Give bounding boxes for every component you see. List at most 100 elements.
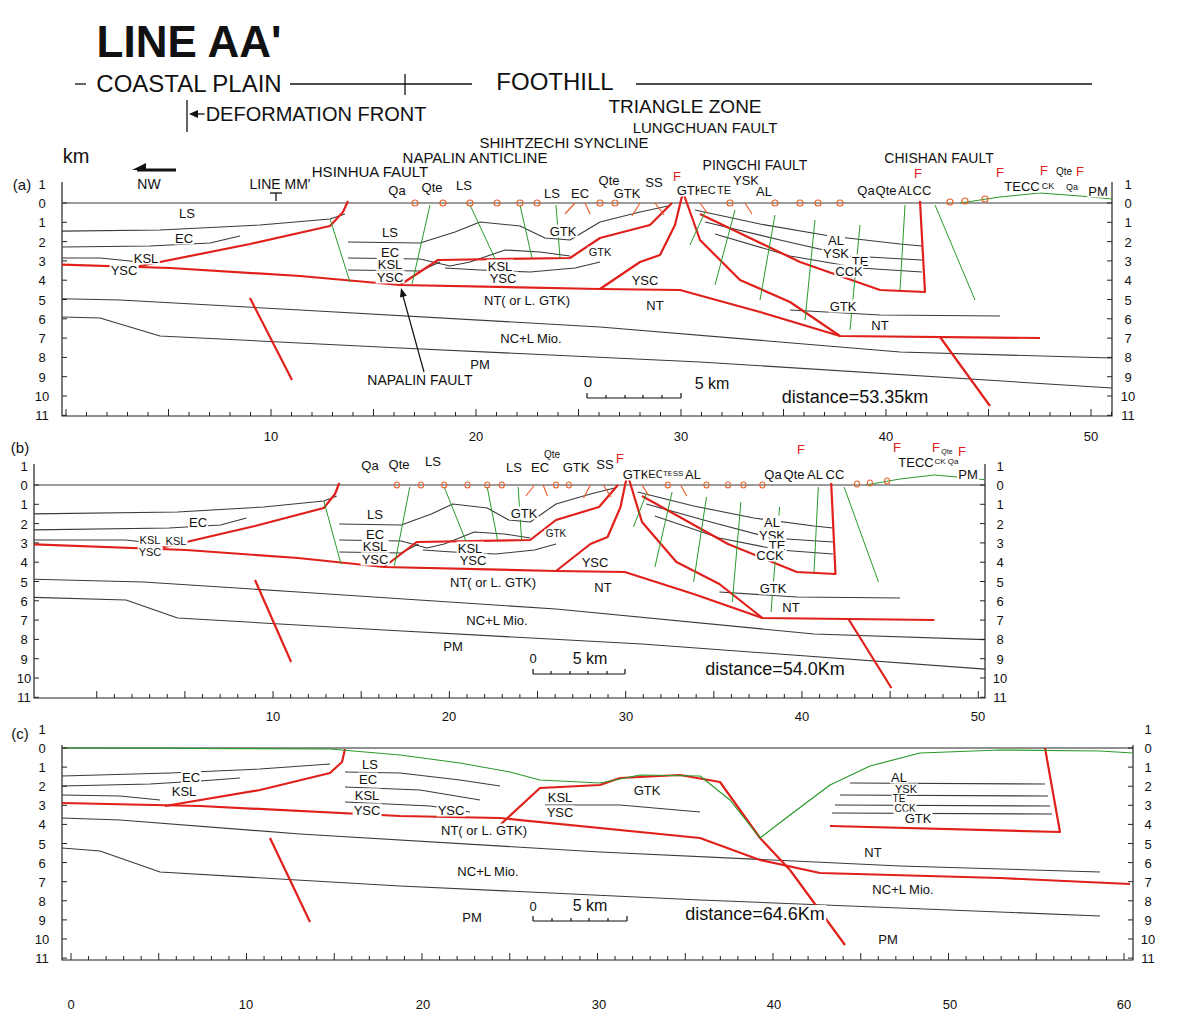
axis-number: 0	[37, 742, 46, 755]
axis-number: 10	[1120, 390, 1136, 403]
formation-label: TE	[892, 794, 907, 804]
axis-tick	[562, 956, 563, 960]
axis-number: 9	[37, 370, 46, 383]
formation-label: GTK	[622, 468, 651, 481]
axis-tick	[650, 956, 651, 960]
line-group	[62, 764, 1100, 916]
formation-label: TECC	[1003, 180, 1040, 193]
line-group	[62, 192, 1112, 406]
axis-tick	[790, 956, 791, 960]
formation-label: Qte	[783, 468, 806, 481]
axis-tick	[713, 691, 714, 698]
axis-tick	[484, 694, 485, 698]
formation-label: GTK	[904, 812, 933, 825]
axis-tick	[1128, 805, 1133, 806]
section-annotation: NW	[136, 177, 161, 191]
axis-number: 30	[591, 998, 607, 1011]
axis-tick	[865, 412, 866, 416]
axis-tick	[783, 409, 784, 416]
axis-tick	[1091, 409, 1092, 416]
axis-tick	[685, 953, 686, 960]
axis-number: 5	[1123, 293, 1132, 306]
formation-label: Qa	[763, 468, 782, 481]
formation-label: 0	[528, 900, 537, 913]
formation-label: NC+L Mio.	[465, 614, 528, 627]
formation-label: KSL	[362, 540, 389, 553]
formation-label: AL	[890, 771, 908, 784]
axis-number: 9	[1123, 370, 1132, 383]
section-line	[636, 83, 1092, 84]
formation-label: PM	[957, 468, 979, 481]
axis-number: 1	[37, 722, 46, 735]
axis-tick	[34, 697, 39, 698]
axis-tick	[1128, 919, 1133, 920]
section-line	[520, 205, 532, 258]
formation-label: YSC	[546, 806, 575, 819]
axis-tick	[537, 412, 538, 416]
axis-tick	[1107, 357, 1112, 358]
axis-tick	[509, 953, 510, 960]
section-line	[940, 337, 990, 406]
formation-label: AL	[763, 516, 781, 529]
axis-tick	[819, 694, 820, 698]
axis-tick	[62, 396, 67, 397]
axis-tick	[597, 953, 598, 960]
axis-tick	[824, 412, 825, 416]
section-line	[62, 202, 1112, 203]
axis-number: 9	[1143, 913, 1152, 926]
axis-tick	[62, 881, 67, 882]
axis-tick	[608, 694, 609, 698]
line-group	[62, 203, 1112, 388]
section-line	[850, 225, 860, 330]
axis-number: 5	[995, 575, 1004, 588]
section-line	[62, 315, 1112, 388]
axis-number: 5	[37, 293, 46, 306]
axis-tick	[62, 919, 67, 920]
axis-tick	[980, 485, 985, 486]
section-annotation: (a)	[12, 177, 32, 192]
axis-number: 9	[37, 913, 46, 926]
axis-number: 8	[19, 633, 28, 646]
line-group	[62, 748, 1133, 945]
axis-tick	[312, 412, 313, 416]
arrow-head	[400, 288, 407, 298]
formation-label: Qa	[360, 459, 379, 472]
axis-tick	[34, 678, 39, 679]
fault-dip-marker	[982, 196, 988, 202]
formation-label: GTK	[829, 300, 858, 313]
axis-tick	[476, 409, 477, 416]
axis-tick	[1124, 953, 1125, 960]
formation-label: F	[1075, 165, 1085, 178]
axis-tick	[325, 694, 326, 698]
formation-label: YSC	[437, 804, 466, 817]
section-line	[585, 203, 590, 214]
axis-tick	[1107, 376, 1112, 377]
axis-tick	[62, 338, 67, 339]
axis-tick	[62, 318, 67, 319]
formation-label: NT( or L. GTK)	[440, 824, 528, 837]
axis-tick	[737, 956, 738, 960]
section-line	[445, 262, 600, 272]
axis-number: 7	[19, 614, 28, 627]
axis-number: 5	[19, 575, 28, 588]
axis-tick	[158, 953, 159, 960]
axis-tick	[189, 412, 190, 416]
axis-number: 3	[37, 254, 46, 267]
axis-tick	[141, 956, 142, 960]
section-line	[270, 192, 282, 193]
formation-label: CK	[933, 458, 946, 466]
axis-tick	[132, 694, 133, 698]
fault-dip-marker	[772, 200, 778, 206]
axis-number: 5	[1143, 837, 1152, 850]
axis-tick	[544, 956, 545, 960]
axis-tick	[378, 694, 379, 698]
axis-tick	[34, 485, 39, 486]
formation-label: Qte	[598, 174, 621, 187]
axis-tick	[572, 694, 573, 698]
axis-tick	[1107, 203, 1112, 204]
axis-number: 10	[238, 998, 254, 1011]
axis-tick	[250, 412, 251, 416]
formation-label: PM	[442, 640, 464, 653]
axis-tick	[1107, 222, 1112, 223]
formation-label: LS	[361, 758, 379, 771]
